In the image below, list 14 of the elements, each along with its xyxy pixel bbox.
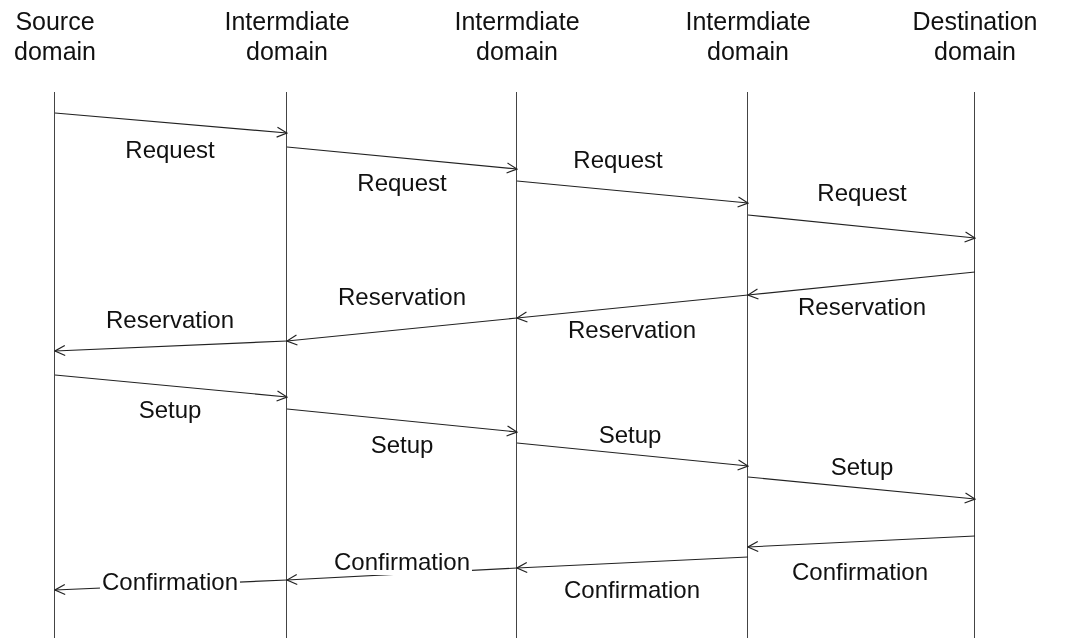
- message-arrow: [286, 408, 518, 437]
- message-arrow: [516, 294, 749, 323]
- message-arrow: [747, 271, 976, 300]
- message-arrow: [286, 317, 518, 346]
- message-arrow: [747, 476, 976, 504]
- message-arrow: [516, 442, 749, 471]
- message-arrow: [747, 535, 976, 553]
- message-arrow: [54, 112, 288, 138]
- message-arrow: [516, 180, 749, 208]
- message-arrow: [286, 146, 518, 174]
- message-arrow: [54, 340, 288, 357]
- message-arrow: [516, 556, 749, 574]
- message-arrow: [54, 374, 288, 402]
- message-arrow: [747, 214, 976, 243]
